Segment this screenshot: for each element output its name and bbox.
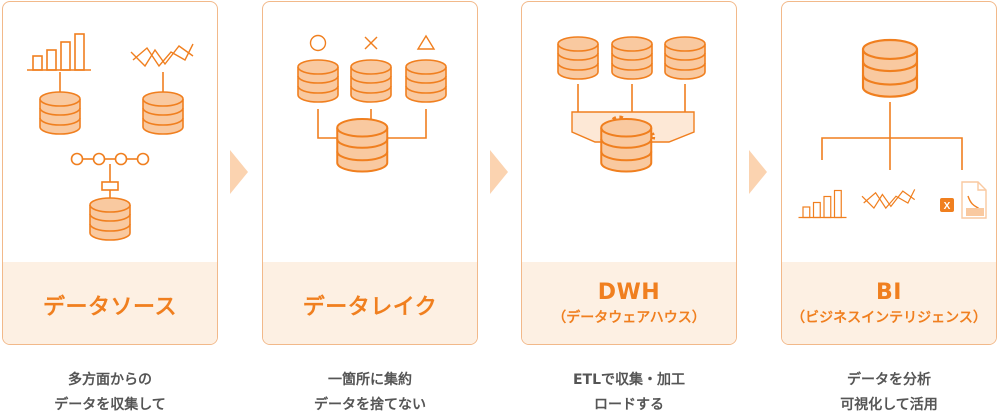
chevron-right-icon bbox=[230, 150, 248, 194]
bar-chart-icon bbox=[797, 189, 848, 219]
database-icon bbox=[39, 91, 81, 135]
database-icon bbox=[142, 91, 184, 135]
data-lake-illustration bbox=[297, 34, 447, 173]
stage-caption: 多方面からの データを収集して bbox=[2, 368, 218, 418]
excel-icon-label: X bbox=[944, 201, 951, 212]
caption-line: 一箇所に集約 bbox=[328, 372, 412, 388]
stage-card-bi: X BI （ビジネスインテリジェンス） bbox=[781, 1, 997, 345]
stage-card-dwh: DWH （データウェアハウス） bbox=[521, 1, 737, 345]
excel-icon bbox=[940, 198, 954, 212]
bi-illustration: X bbox=[797, 38, 987, 219]
database-icon bbox=[664, 36, 706, 80]
chevron-right-icon bbox=[749, 150, 767, 194]
stage-card-data-lake: データレイク bbox=[262, 1, 478, 345]
data-source-illustration bbox=[26, 33, 194, 241]
chevron-right-icon bbox=[490, 150, 508, 194]
connector-nodes-icon bbox=[70, 152, 150, 198]
database-icon bbox=[600, 118, 653, 173]
stage-subtitle: （データウェアハウス） bbox=[552, 310, 706, 326]
stage-title: BI bbox=[876, 280, 902, 305]
triangle-icon bbox=[416, 34, 436, 50]
stage-caption: ETLで収集・加工 ロードする bbox=[521, 368, 737, 418]
caption-line: 多方面からの bbox=[68, 372, 152, 388]
document-files-icon: X bbox=[940, 181, 987, 219]
stage-title: データソース bbox=[43, 295, 177, 320]
caption-line: データを分析 bbox=[847, 372, 931, 388]
database-icon bbox=[297, 59, 339, 103]
stage-title: DWH bbox=[597, 280, 661, 305]
caption-line: ロードする bbox=[594, 397, 664, 413]
dwh-illustration bbox=[557, 36, 706, 173]
stage-subtitle: （ビジネスインテリジェンス） bbox=[791, 310, 987, 326]
bar-chart-icon bbox=[26, 33, 92, 71]
caption-line: データを収集して bbox=[54, 397, 166, 413]
database-icon bbox=[89, 197, 131, 241]
stage-title-band bbox=[522, 262, 736, 344]
caption-line: 可視化して活用 bbox=[840, 397, 938, 413]
line-chart-icon bbox=[130, 43, 194, 67]
database-icon bbox=[350, 59, 392, 103]
line-chart-icon bbox=[861, 188, 916, 209]
database-icon bbox=[861, 38, 919, 98]
caption-line: データを捨てない bbox=[314, 397, 426, 413]
stage-title-band bbox=[263, 262, 477, 344]
database-icon bbox=[405, 59, 447, 103]
stage-caption: 一箇所に集約 データを捨てない bbox=[262, 368, 478, 418]
stage-title-band bbox=[782, 262, 996, 344]
stage-title-band bbox=[3, 262, 217, 344]
database-icon bbox=[336, 118, 389, 173]
stage-title: データレイク bbox=[302, 295, 438, 320]
stage-card-data-source: データソース bbox=[2, 1, 218, 345]
stage-caption: データを分析 可視化して活用 bbox=[781, 368, 997, 418]
cross-icon bbox=[364, 36, 378, 50]
caption-line: ETLで収集・加工 bbox=[572, 372, 686, 388]
database-icon bbox=[557, 36, 599, 80]
database-icon bbox=[611, 36, 653, 80]
circle-icon bbox=[309, 34, 327, 52]
